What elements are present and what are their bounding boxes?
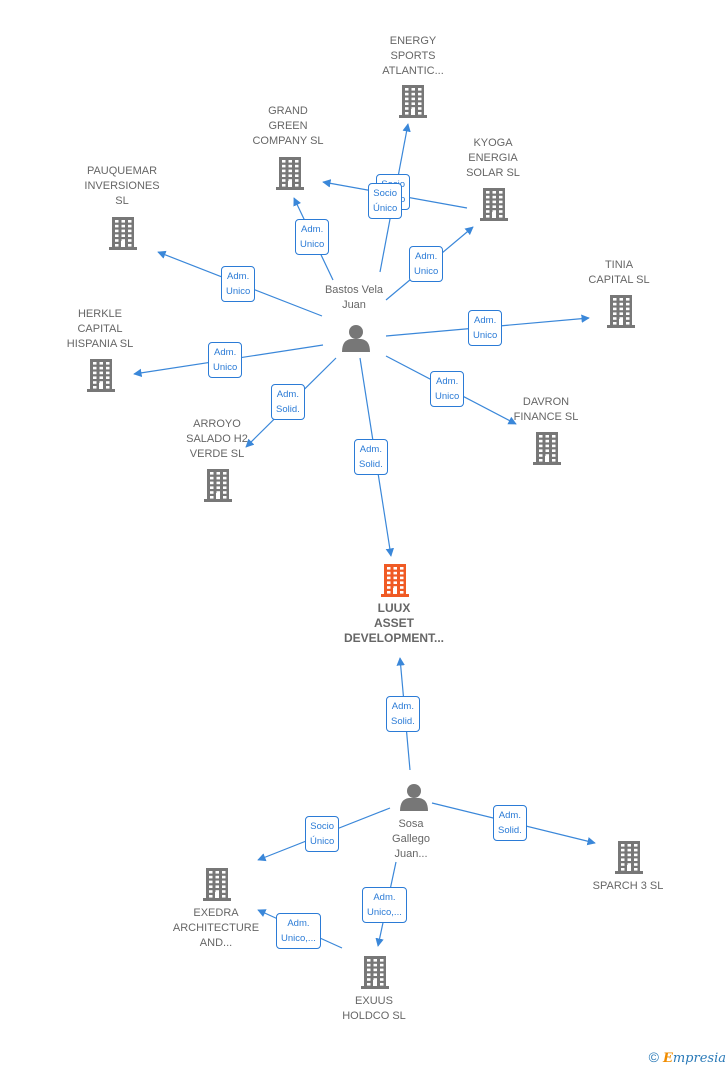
person-label-sosa[interactable]: Sosa Gallego Juan... [392,818,430,860]
building-icon-tinia [607,295,635,328]
building-icon-kyoga [480,188,508,221]
building-icon-grand [276,157,304,190]
relation-label-herkle[interactable]: Adm. Unico [208,342,243,378]
company-label-pauquemar[interactable]: PAUQUEMAR INVERSIONES SL [84,165,160,207]
company-label-kyoga[interactable]: KYOGA ENERGIA SOLAR SL [466,137,520,179]
company-label-sparch[interactable]: SPARCH 3 SL [592,880,664,892]
nodes-layer [87,85,643,989]
brand-initial: E [662,1051,673,1066]
relation-label-sparch[interactable]: Adm. Solid. [493,805,527,841]
company-label-exuus[interactable]: EXUUS HOLDCO SL [342,995,406,1022]
company-label-grand[interactable]: GRAND GREEN COMPANY SL [252,105,324,147]
company-label-davron[interactable]: DAVRON FINANCE SL [513,396,579,423]
company-label-luux[interactable]: LUUX ASSET DEVELOPMENT... [343,601,444,645]
building-icon-davron [533,432,561,465]
company-label-energy[interactable]: ENERGY SPORTS ATLANTIC... [382,35,444,77]
building-icon-energy [399,85,427,118]
building-icon-luux [381,564,409,597]
company-label-exedra[interactable]: EXEDRA ARCHITECTURE AND... [172,907,260,949]
relation-label-arroyo[interactable]: Adm. Solid. [271,384,305,420]
person-icon-sosa [400,784,428,811]
relation-label-pauquemar[interactable]: Adm. Unico [221,266,256,302]
relation-label-grand-socio[interactable]: Socio Único [368,183,403,219]
relation-label-kyoga[interactable]: Adm. Unico [409,246,444,282]
relation-label-exedra-exuus[interactable]: Adm. Unico,... [276,913,321,949]
person-icon-bastos [342,325,370,352]
building-icon-pauquemar [109,217,137,250]
relation-label-luux-bastos[interactable]: Adm. Solid. [354,439,388,475]
relation-label-exuus[interactable]: Adm. Unico,... [362,887,407,923]
relation-label-grand[interactable]: Adm. Unico [295,219,330,255]
building-icon-exuus [361,956,389,989]
building-icon-exedra [203,868,231,901]
person-label-bastos[interactable]: Bastos Vela Juan [324,284,384,311]
copyright-icon: © [648,1049,659,1065]
empresia-logo: ©Empresia [649,1049,726,1066]
relation-label-exedra-sosa[interactable]: Socio Único [305,816,340,852]
relation-label-tinia[interactable]: Adm. Unico [468,310,503,346]
building-icon-sparch [615,841,643,874]
brand-name: mpresia [672,1051,726,1066]
company-label-arroyo[interactable]: ARROYO SALADO H2 VERDE SL [186,418,248,460]
company-label-tinia[interactable]: TINIA CAPITAL SL [588,259,650,286]
relation-label-davron[interactable]: Adm. Unico [430,371,465,407]
company-label-herkle[interactable]: HERKLE CAPITAL HISPANIA SL [66,308,134,350]
building-icon-arroyo [204,469,232,502]
relation-label-luux-sosa[interactable]: Adm. Solid. [386,696,420,732]
building-icon-herkle [87,359,115,392]
